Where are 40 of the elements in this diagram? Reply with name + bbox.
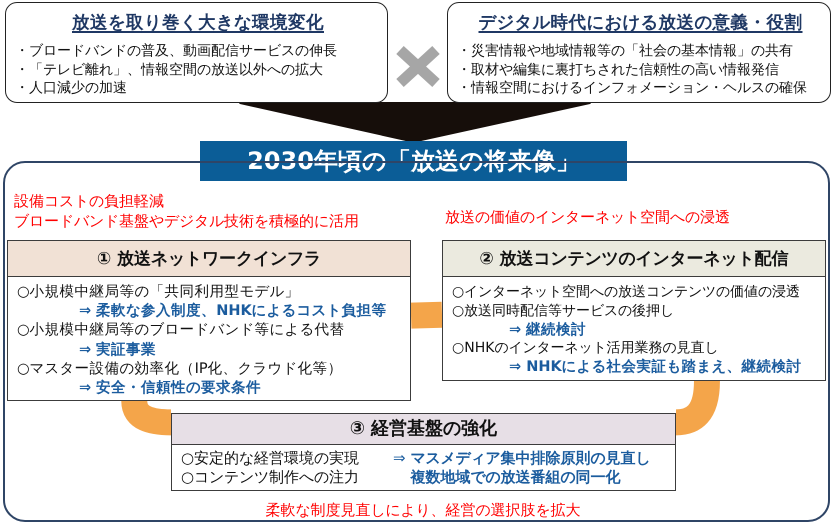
annotation-text: 設備コストの負担軽減 bbox=[14, 191, 164, 211]
note-text: ⇒ 継続検討 bbox=[509, 320, 586, 340]
note-text: ⇒ 柔軟な参入制度、NHKによるコスト負担等 bbox=[79, 302, 387, 322]
panel-title: ③ 経営基盤の強化 bbox=[350, 418, 498, 440]
note-text: 複数地域での放送番組の同一化 bbox=[410, 468, 621, 487]
item-text: ○安定的な経営環境の実現 bbox=[181, 449, 360, 468]
item-text: ○小規模中継局等のブロードバンド等による代替 bbox=[17, 321, 345, 340]
bullet-text: ・ブロードバンドの普及、動画配信サービスの伸長 bbox=[15, 42, 337, 60]
arrow-glyph: ⇒ bbox=[393, 449, 406, 469]
bullet-text: ・取材や編集に裏打ちされた信頼性の高い情報発信 bbox=[457, 60, 779, 79]
annotation-text: ブロードバンド基盤やデジタル技術を積極的に活用 bbox=[14, 211, 359, 231]
note-text: ⇒ 安全・信頼性の要求条件 bbox=[79, 379, 262, 398]
panel-title: ② 放送コンテンツのインターネット配信 bbox=[479, 248, 789, 270]
box-title: 放送を取り巻く大きな環境変化 bbox=[72, 12, 324, 35]
title-banner bbox=[200, 141, 627, 181]
info-box bbox=[5, 2, 388, 103]
bullet-text: ・災害情報や地域情報等の「社会の基本情報」の共有 bbox=[457, 42, 793, 60]
bullet-text: ・情報空間におけるインフォメーション・ヘルスの確保 bbox=[457, 79, 807, 98]
item-text: ○放送同時配信等サービスの後押し bbox=[452, 302, 674, 321]
note-text: ⇒ 実証事業 bbox=[79, 340, 156, 360]
connector-band bbox=[410, 302, 442, 329]
annotation-text: 柔軟な制度見直しにより、経営の選択肢を拡大 bbox=[266, 500, 580, 520]
annotation-text: 放送の価値のインターネット空間への浸透 bbox=[445, 207, 730, 227]
pillar-panel bbox=[7, 240, 411, 401]
item-text: ○インターネット空間への放送コンテンツの価値の浸透 bbox=[452, 283, 800, 302]
item-text: ○NHKのインターネット活用業務の見直し bbox=[452, 339, 718, 358]
bullet-text: ・「テレビ離れ」、情報空間の放送以外への拡大 bbox=[15, 60, 323, 79]
pillar-panel bbox=[171, 413, 676, 491]
item-text: ○小規模中継局等の「共同利用型モデル」 bbox=[17, 283, 300, 302]
connector-arc bbox=[121, 400, 172, 436]
box-title: デジタル時代における放送の意義・役割 bbox=[478, 12, 802, 35]
note-text: ⇒ NHKによる社会実証も踏まえ、継続検討 bbox=[509, 358, 802, 377]
bullet-text: ・人口減少の加速 bbox=[15, 79, 127, 98]
merge-arrow bbox=[239, 102, 416, 142]
note-text: マスメディア集中排除原則の見直し bbox=[410, 449, 651, 468]
panel-title: ① 放送ネットワークインフラ bbox=[96, 248, 322, 270]
pillar-panel bbox=[442, 240, 826, 381]
info-box bbox=[447, 2, 831, 103]
item-text: ○コンテンツ制作への注力 bbox=[181, 468, 360, 487]
item-text: ○マスター設備の効率化（IP化、クラウド化等） bbox=[17, 360, 343, 379]
